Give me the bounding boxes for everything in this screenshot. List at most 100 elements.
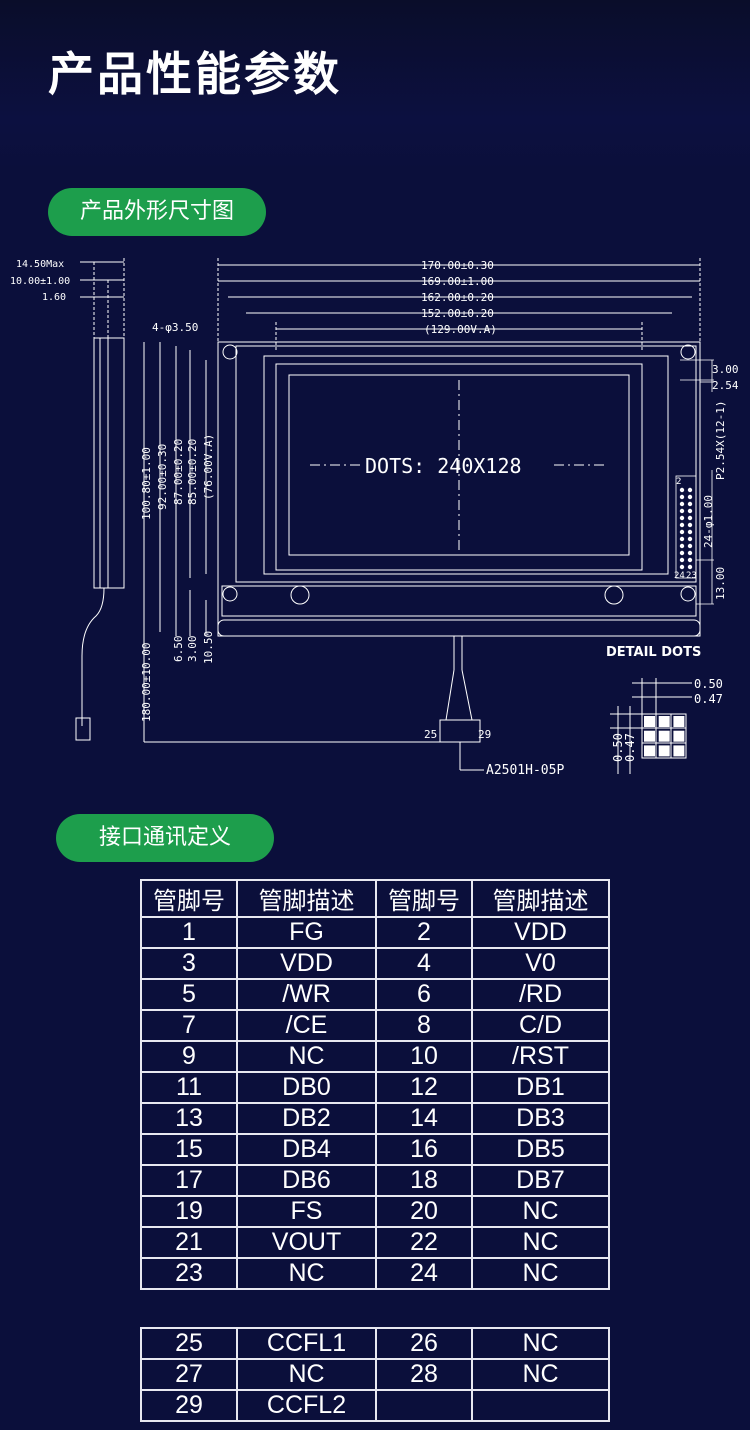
right-dim-300: 3.00 <box>712 363 739 376</box>
pin-description-cell: /CE <box>236 1009 377 1042</box>
pin-number-cell: 19 <box>140 1195 238 1228</box>
pin-description-cell: DB4 <box>236 1133 377 1166</box>
page-title: 产品性能参数 <box>48 47 342 101</box>
pin-header-holes <box>679 487 693 570</box>
pin-hole <box>687 543 693 549</box>
pin-number-cell: 14 <box>375 1102 473 1135</box>
pin-header <box>675 359 714 605</box>
pin-hole <box>679 501 685 507</box>
pin-number-cell: 9 <box>140 1040 238 1073</box>
pin-hole <box>687 550 693 556</box>
hole-label: 4-φ3.50 <box>152 321 198 334</box>
pin-description-cell: DB5 <box>471 1133 610 1166</box>
pin-description-cell: DB2 <box>236 1102 377 1135</box>
vertical-dimension-lines <box>143 342 440 743</box>
side-view <box>75 258 125 741</box>
connector-label: A2501H-05P <box>486 763 564 778</box>
pin-number-cell: 16 <box>375 1133 473 1166</box>
pin-description-cell: /WR <box>236 978 377 1011</box>
dim-bottom-650: 6.50 <box>172 636 185 663</box>
pin-hole <box>679 536 685 542</box>
pin-description-cell: C/D <box>471 1009 610 1042</box>
pin-description-cell: NC <box>471 1358 610 1391</box>
pin-number-cell: 22 <box>375 1226 473 1259</box>
pin-number-cell: 6 <box>375 978 473 1011</box>
pin-number-cell: 27 <box>140 1358 238 1391</box>
dim-width-va: (129.00V.A) <box>424 323 497 336</box>
pin-description-cell <box>471 1389 610 1422</box>
pin-number-cell: 20 <box>375 1195 473 1228</box>
pin-number-cell: 15 <box>140 1133 238 1166</box>
header-pin-description: 管脚描述 <box>236 879 377 918</box>
pin-number-cell: 7 <box>140 1009 238 1042</box>
pin-number-cell: 18 <box>375 1164 473 1197</box>
pin-hole <box>687 529 693 535</box>
right-dim-1300: 13.00 <box>714 567 727 600</box>
header-pin-number-2: 管脚号 <box>375 879 473 918</box>
pin-number-cell: 1 <box>140 916 238 949</box>
header-pin-description-2: 管脚描述 <box>471 879 610 918</box>
pin-hole <box>679 543 685 549</box>
pin-hole <box>687 522 693 528</box>
pin-hole <box>687 564 693 570</box>
pin-description-cell: FS <box>236 1195 377 1228</box>
detail-dim-050-v: 0.50 <box>611 733 625 762</box>
pin-description-cell: /RST <box>471 1040 610 1073</box>
pin-description-cell: VDD <box>236 947 377 980</box>
pin-number-cell: 3 <box>140 947 238 980</box>
pin-description-cell: DB6 <box>236 1164 377 1197</box>
pin-number-cell: 21 <box>140 1226 238 1259</box>
pin-hole <box>679 529 685 535</box>
pin-end-23: 23 <box>686 571 697 581</box>
pin-number-cell: 4 <box>375 947 473 980</box>
pin-number-cell: 24 <box>375 1257 473 1290</box>
pin-hole <box>679 515 685 521</box>
pin-hole <box>679 508 685 514</box>
detail-dot <box>673 730 685 742</box>
pin-description-cell: CCFL1 <box>236 1327 377 1360</box>
detail-dim-050: 0.50 <box>694 677 723 691</box>
pin-description-cell: DB1 <box>471 1071 610 1104</box>
pin-number-cell: 2 <box>375 916 473 949</box>
pin-hole <box>679 487 685 493</box>
module-outline <box>217 341 701 637</box>
pin-description-cell: FG <box>236 916 377 949</box>
pin-number-cell: 29 <box>140 1389 238 1422</box>
dim-height-va: (76.00V.A) <box>202 434 215 500</box>
detail-dot <box>644 730 655 742</box>
dim-height-87: 87.00±0.20 <box>172 439 185 505</box>
detail-dot <box>658 745 670 757</box>
pin-number-cell: 8 <box>375 1009 473 1042</box>
pin-hole <box>687 515 693 521</box>
pin-description-cell: V0 <box>471 947 610 980</box>
pin-number-cell: 17 <box>140 1164 238 1197</box>
pin-description-cell: DB0 <box>236 1071 377 1104</box>
pin-description-cell: NC <box>236 1040 377 1073</box>
pin-description-cell: NC <box>471 1257 610 1290</box>
pin-description-cell: NC <box>236 1358 377 1391</box>
pin-number-cell: 13 <box>140 1102 238 1135</box>
detail-dot <box>644 745 655 757</box>
pin-description-cell: /RD <box>471 978 610 1011</box>
connector-pin-25: 25 <box>424 728 437 741</box>
detail-dim-047-v: 0.47 <box>623 733 637 762</box>
pin-description-cell: NC <box>471 1226 610 1259</box>
pin-number-cell: 25 <box>140 1327 238 1360</box>
detail-dot <box>644 716 655 727</box>
connector-pin-29: 29 <box>478 728 491 741</box>
right-dim-pitch: P2.54X(12-1) <box>714 401 727 480</box>
pin-description-cell: NC <box>471 1327 610 1360</box>
pin-description-cell: DB7 <box>471 1164 610 1197</box>
pin-hole <box>687 508 693 514</box>
pin-number-cell: 28 <box>375 1358 473 1391</box>
detail-dim-047: 0.47 <box>694 692 723 706</box>
